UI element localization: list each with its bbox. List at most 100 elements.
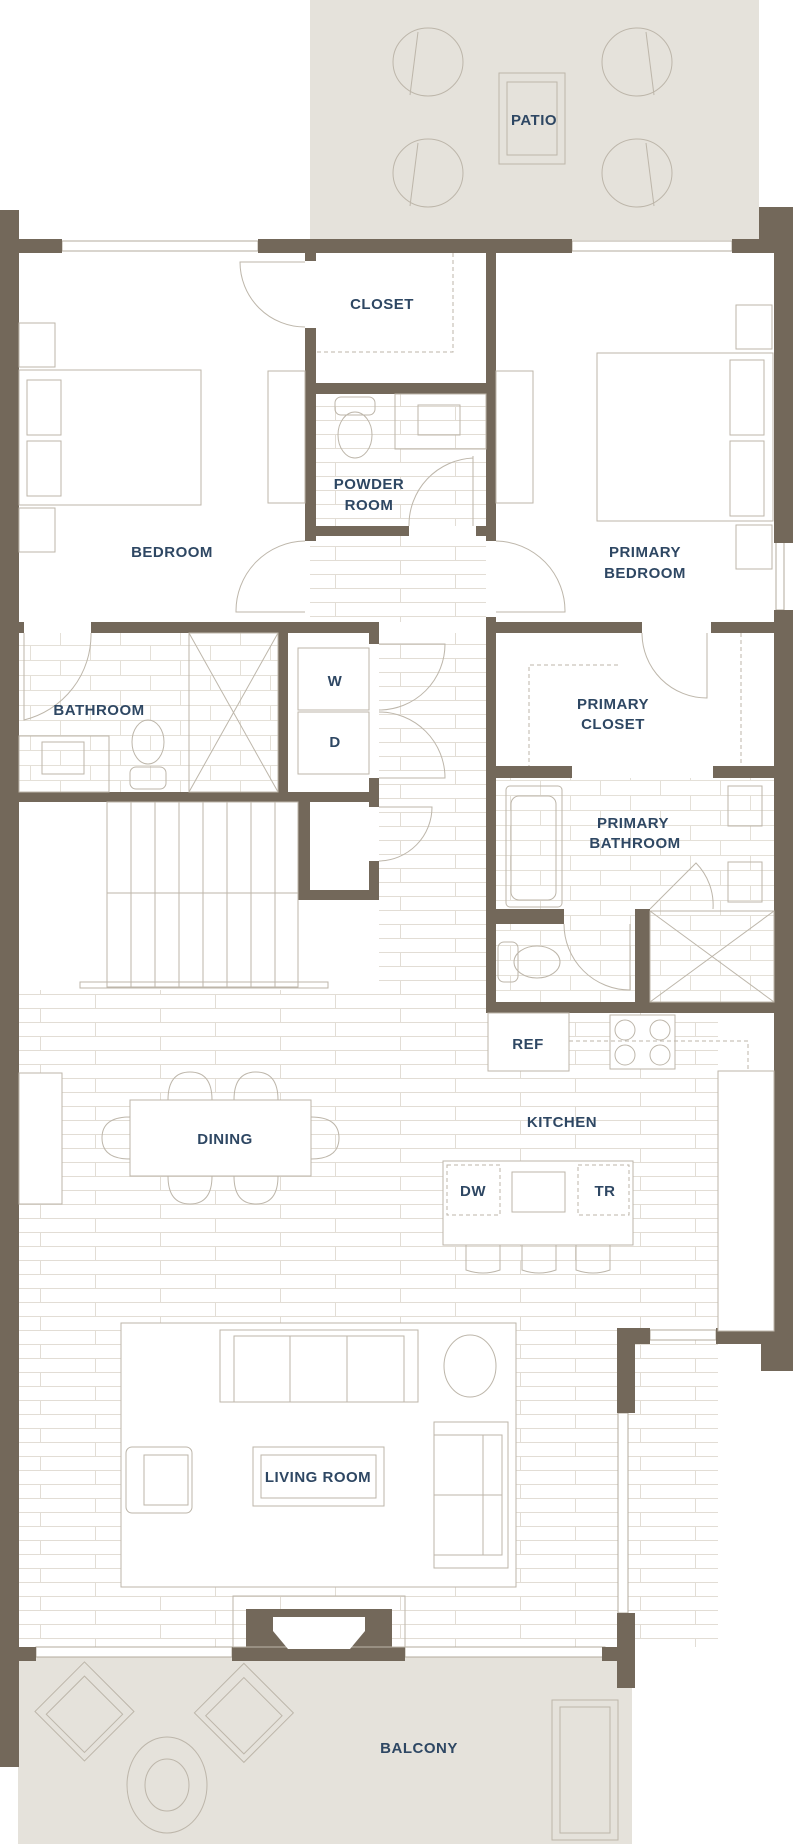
patio-table-top: [506, 81, 558, 156]
primary-bedroom-door: [495, 540, 566, 613]
patio-chair: [601, 27, 673, 97]
balcony-area: [18, 1657, 632, 1844]
washer: [297, 647, 370, 711]
refrigerator-label: REF: [512, 1036, 544, 1053]
bedroom-nightstand: [18, 507, 56, 553]
island-stool: [465, 1245, 501, 1274]
bedroom-pillow: [26, 440, 62, 497]
bathroom-toilet: [129, 719, 167, 790]
fireplace: [232, 1595, 406, 1649]
dryer-label: D: [329, 734, 340, 751]
powder-room-toilet: [334, 396, 376, 459]
bedroom-door: [235, 540, 306, 613]
sofa: [219, 1329, 419, 1403]
dryer: [297, 711, 370, 775]
patio-area: [310, 0, 759, 240]
dishwasher-label: DW: [460, 1183, 486, 1200]
window: [404, 1646, 606, 1658]
room-label-primary-bathroom: BATHROOM: [589, 835, 680, 852]
room-label-primary-bathroom: PRIMARY: [597, 815, 669, 832]
storage-door: [378, 806, 433, 862]
bathroom-floor: [19, 633, 278, 792]
staircase: [79, 801, 329, 989]
primary-toilet-door: [563, 923, 631, 991]
island-sink: [511, 1171, 566, 1213]
patio-table: [498, 72, 566, 165]
island-stool: [575, 1245, 611, 1274]
room-label-bedroom: BEDROOM: [131, 544, 213, 561]
hallway-floor: [310, 536, 486, 622]
room-label-powder-room: POWDER: [334, 476, 405, 493]
balcony-bench: [551, 1699, 619, 1841]
balcony-armchair: [34, 1661, 135, 1762]
room-label-bathroom: BATHROOM: [53, 702, 144, 719]
armchair: [125, 1446, 193, 1514]
coffee-table: [252, 1446, 385, 1507]
washer-label: W: [328, 673, 343, 690]
interior-walls: [19, 253, 793, 1661]
room-label-primary-bedroom: BEDROOM: [604, 565, 686, 582]
dining-chair: [233, 1071, 279, 1101]
room-label-patio: PATIO: [511, 112, 557, 129]
room-label-closet: CLOSET: [350, 296, 414, 313]
window: [571, 240, 733, 252]
dining-chair: [233, 1175, 279, 1205]
side-table: [443, 1334, 497, 1398]
laundry-door: [378, 643, 446, 779]
primary-nightstand: [735, 524, 773, 570]
dishwasher: [446, 1164, 501, 1216]
primary-sink: [727, 861, 763, 903]
kitchen-island: [442, 1160, 634, 1246]
patio-chair: [392, 138, 464, 208]
room-label-primary-closet: PRIMARY: [577, 696, 649, 713]
bedroom-bed: [18, 369, 202, 506]
primary-closet-shelf: [528, 633, 742, 766]
loveseat: [433, 1421, 509, 1569]
kitchen-counter: [717, 1070, 775, 1332]
dining-chair: [101, 1116, 131, 1160]
closet-shelf: [316, 253, 454, 353]
room-label-balcony: BALCONY: [380, 1740, 458, 1757]
window: [617, 1412, 629, 1614]
trash-drawer: [577, 1164, 630, 1216]
bathtub: [505, 785, 563, 908]
island-stool: [521, 1245, 557, 1274]
balcony-round-table: [126, 1736, 208, 1834]
refrigerator: [487, 1012, 570, 1072]
patio-chair: [601, 138, 673, 208]
primary-bed: [596, 352, 774, 522]
dining-chair: [310, 1116, 340, 1160]
primary-pillow: [729, 359, 765, 436]
room-label-powder-room: ROOM: [345, 497, 394, 514]
room-label-living-room: LIVING ROOM: [265, 1469, 371, 1486]
room-label-kitchen: KITCHEN: [527, 1114, 597, 1131]
shower-door: [649, 862, 714, 910]
room-label-primary-bedroom: PRIMARY: [609, 544, 681, 561]
dining-chair: [167, 1071, 213, 1101]
trash-label: TR: [595, 1183, 616, 1200]
bathroom-door: [23, 632, 92, 721]
powder-room-door: [408, 456, 474, 527]
primary-shower: [649, 910, 775, 1003]
room-label-primary-closet: CLOSET: [581, 716, 645, 733]
exterior-walls: [0, 207, 793, 1767]
bathroom-shower: [188, 632, 279, 793]
dining-chair: [167, 1175, 213, 1205]
laundry-hall-floor: [379, 633, 486, 1013]
dining-table: [129, 1099, 312, 1177]
bedroom-nightstand: [18, 322, 56, 368]
primary-pillow: [729, 440, 765, 517]
bathroom-sink: [18, 735, 110, 793]
closet-door: [239, 261, 306, 328]
window: [775, 539, 785, 611]
primary-nightstand: [735, 304, 773, 350]
patio-chair: [392, 27, 464, 97]
window: [61, 240, 259, 252]
primary-sink: [727, 785, 763, 827]
room-label-dining: DINING: [197, 1131, 253, 1148]
bedroom-dresser: [267, 370, 306, 504]
range: [609, 1014, 676, 1070]
balcony-armchair: [193, 1662, 295, 1764]
primary-dresser: [495, 370, 534, 504]
